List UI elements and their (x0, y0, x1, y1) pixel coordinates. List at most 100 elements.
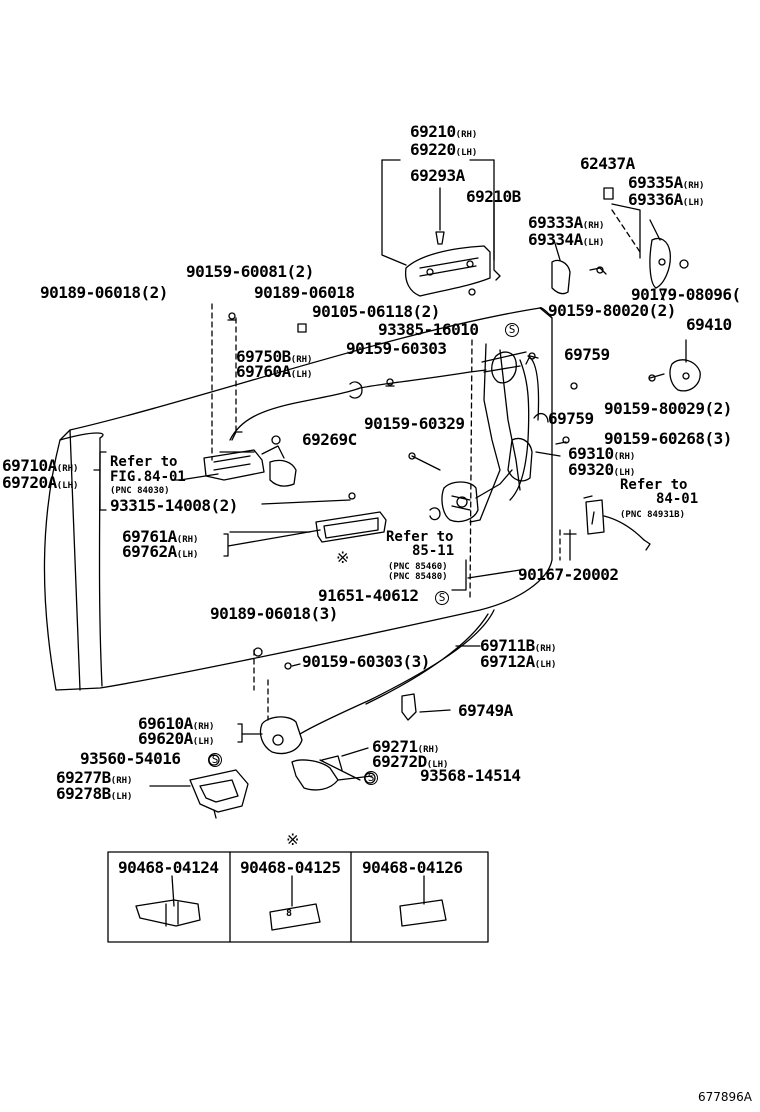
part-number: 69711B (480, 636, 535, 655)
part-number: 90105-06118 (312, 302, 413, 321)
part-number: 69620A (138, 729, 193, 748)
side-suffix: (RH) (192, 722, 215, 732)
part-label-p69335A: 69335A(RH) (628, 175, 704, 194)
part-label-p69278B: 69278B(LH) (56, 786, 132, 805)
part-label-p69760A: 69760A(LH) (236, 364, 312, 383)
side-suffix: (LH) (682, 198, 705, 208)
refer-note-ref85-4: (PNC 85480) (388, 572, 448, 582)
part-label-p90159-60081: 90159-60081(2) (186, 264, 314, 280)
side-suffix: (LH) (110, 792, 133, 802)
part-label-p93560-54016: 93560-54016 (80, 751, 181, 767)
quantity: (2) (412, 302, 440, 321)
part-number: 69210B (466, 187, 521, 206)
part-number: 69210 (410, 122, 456, 141)
part-number: 91651-40612 (318, 586, 419, 605)
part-number: 69220 (410, 140, 456, 159)
part-number: 69333A (528, 213, 583, 232)
part-label-p62437A: 62437A (580, 156, 635, 172)
lower-lock-rod (299, 609, 495, 735)
quantity: (3) (704, 429, 732, 448)
part-label-p69320: 69320(LH) (568, 462, 635, 481)
kome-mark-box: ※ (286, 830, 300, 849)
part-number: 69760A (236, 362, 291, 381)
box-part-2: 90468-04125 (240, 858, 341, 877)
side-suffix: (RH) (582, 221, 605, 231)
door-latch (259, 716, 303, 755)
diagram-reference-number: 677896A (698, 1090, 753, 1104)
refer-note-ref84-left-3: (PNC 84030) (110, 486, 170, 496)
part-number: 69293A (410, 166, 465, 185)
part-label-p69269C: 69269C (302, 432, 357, 448)
part-number: 93568-14514 (420, 766, 521, 785)
part-label-p69610A: 69610A(RH) (138, 716, 214, 735)
side-suffix: (RH) (455, 130, 478, 140)
refer-note-ref85-1: Refer to (386, 529, 454, 545)
quantity: (3) (402, 652, 430, 671)
part-label-p69210: 69210(RH) (410, 124, 477, 143)
part-label-p93315-14008: 93315-14008(2) (110, 498, 238, 514)
refer-note-ref84-right-3: (PNC 84931B) (620, 510, 686, 520)
part-number: 90189-06018 (210, 604, 311, 623)
part-label-p90159-60303a: 90159-60303 (346, 339, 447, 358)
side-suffix: (LH) (56, 481, 79, 491)
part-label-p69761A: 69761A(RH) (122, 529, 198, 548)
side-suffix: (RH) (290, 355, 313, 365)
side-suffix: (RH) (682, 181, 705, 191)
part-label-p90179-08096: 90179-08096( (631, 287, 741, 303)
side-suffix: (RH) (56, 464, 79, 474)
part-number: 69762A (122, 542, 177, 561)
part-label-p69272D: 69272D(LH) (372, 754, 448, 773)
part-number: 90159-60081 (186, 262, 287, 281)
box-part-1: 90468-04124 (118, 858, 219, 877)
part-number: 69269C (302, 430, 357, 449)
part-label-p69310: 69310(RH) (568, 446, 635, 465)
s-circle-icon: S (364, 771, 378, 785)
part-number: 90159-80020 (548, 301, 649, 320)
part-number: 62437A (580, 154, 635, 173)
side-suffix: (RH) (613, 452, 636, 462)
part-label-p69277B: 69277B(RH) (56, 770, 132, 789)
part-label-p93385-16010: 93385-16010 (378, 322, 479, 338)
part-label-p69749A: 69749A (458, 703, 513, 719)
refer-note-ref84-right-2: 84-01 (656, 491, 699, 507)
part-number: 69712A (480, 652, 535, 671)
quantity: (2) (210, 496, 238, 515)
part-number: 69759 (548, 409, 594, 428)
part-label-p69712A: 69712A(LH) (480, 654, 556, 673)
part-label-p93568-14514: 93568-14514 (420, 766, 521, 785)
part-number: 90159-60268 (604, 429, 705, 448)
s-circle-icon: S (505, 323, 519, 337)
quantity: (2) (140, 283, 168, 302)
part-label-p69620A: 69620A(LH) (138, 731, 214, 750)
side-suffix: (LH) (426, 760, 449, 770)
part-number: 69749A (458, 701, 513, 720)
part-number: 93315-14008 (110, 496, 211, 515)
part-label-p91651-40612: 91651-40612 (318, 586, 419, 605)
quantity: (2) (286, 262, 314, 281)
part-number: 69334A (528, 230, 583, 249)
part-number: 69720A (2, 473, 57, 492)
side-suffix: (LH) (176, 550, 199, 560)
part-number: 69610A (138, 714, 193, 733)
part-label-p90159-80020: 90159-80020(2) (548, 303, 676, 319)
part-number: 90167-20002 (518, 565, 619, 584)
outside-handle (404, 245, 491, 297)
part-label-p90189-06018b: 90189-06018 (254, 285, 355, 301)
side-suffix: (LH) (534, 660, 557, 670)
part-label-p90159-60303b: 90159-60303(3) (302, 654, 430, 670)
refer-note-ref84-right-1: Refer to (620, 477, 688, 493)
part-number: 69750B (236, 347, 291, 366)
part-number: 69761A (122, 527, 177, 546)
part-number: 69310 (568, 444, 614, 463)
box-part-mark: 8 (286, 908, 292, 919)
part-number: 90159-60303 (302, 652, 403, 671)
side-suffix: (RH) (417, 745, 440, 755)
part-label-p90159-80029: 90159-80029(2) (604, 401, 732, 417)
side-suffix: (RH) (176, 535, 199, 545)
side-suffix: (RH) (534, 644, 557, 654)
quantity: ( (731, 285, 741, 304)
refer-note-ref84-left-2: FIG.84-01 (110, 469, 186, 485)
refer-note-ref85-2: 85-11 (412, 543, 455, 559)
part-number: 90159-60303 (346, 339, 447, 358)
part-label-p69711B: 69711B(RH) (480, 638, 556, 657)
